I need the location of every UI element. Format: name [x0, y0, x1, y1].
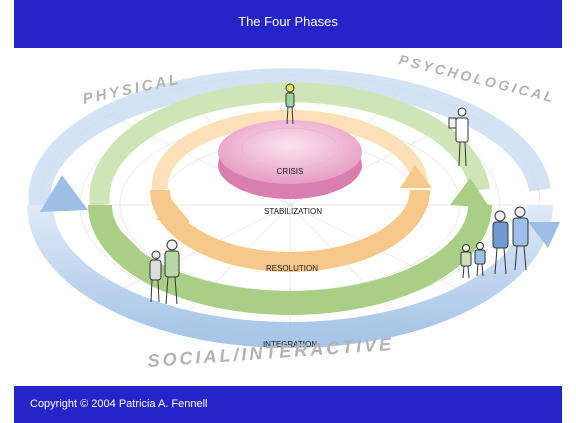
phase-label-stabilization: STABILIZATION [264, 207, 322, 216]
person-figure-reader [448, 107, 469, 167]
phase-label-resolution: RESOLUTION [266, 264, 318, 273]
integration-arrow-left [40, 175, 88, 212]
integration-ring [27, 68, 560, 348]
stabilization-arrow [400, 165, 432, 188]
title-bar: The Four Phases [14, 0, 562, 48]
integration-arrow [528, 222, 560, 248]
four-phases-diagram: CRISIS STABILIZATION RESOLUTION INTEGRAT… [0, 48, 576, 386]
resolution-arrow-left [104, 230, 140, 250]
person-figure-top [285, 83, 295, 125]
stabilization-ring [150, 109, 432, 272]
copyright-text: Copyright © 2004 Patricia A. Fennell [30, 398, 208, 410]
footer-bar: Copyright © 2004 Patricia A. Fennell [14, 386, 562, 423]
page-title: The Four Phases [238, 14, 338, 29]
crisis-disc [218, 120, 362, 199]
phase-label-crisis: CRISIS [277, 167, 304, 176]
phase-label-integration: INTEGRATION [263, 340, 317, 349]
person-group-left [149, 239, 180, 305]
resolution-arrow [450, 178, 490, 208]
stabilization-arrow-left [156, 200, 190, 222]
person-group-right [460, 206, 529, 279]
resolution-ring [88, 82, 492, 315]
